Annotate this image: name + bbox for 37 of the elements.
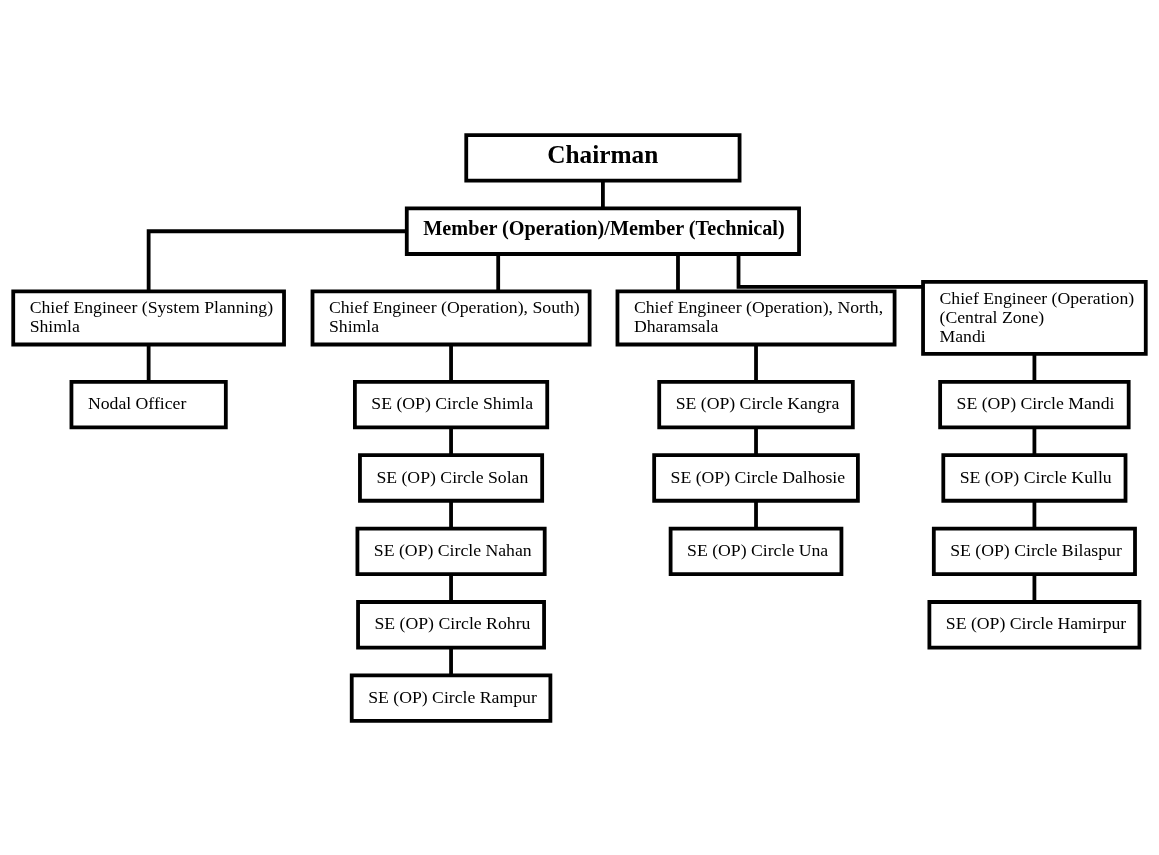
connector (449, 647, 453, 675)
connector (1032, 426, 1037, 455)
connector (449, 500, 453, 528)
connector (754, 426, 758, 455)
node-box: Member (Operation)/Member (Technical) (404, 206, 801, 256)
node-box: SE (OP) Circle Kangra (657, 379, 855, 429)
connector (1032, 573, 1037, 602)
connector (146, 344, 151, 381)
connector (1032, 500, 1037, 528)
connector (496, 253, 501, 291)
connector (449, 426, 453, 455)
connector (754, 344, 758, 381)
node-box: SE (OP) Circle Dalhosie (652, 452, 860, 503)
connector (449, 344, 453, 381)
node-box: Chief Engineer (Operation) (Central Zone) Mandi (921, 279, 1148, 356)
connector (676, 253, 680, 291)
connector (601, 180, 605, 208)
node-box: SE (OP) Circle Una (668, 526, 844, 576)
node-box: Nodal Officer (69, 379, 228, 429)
node-box: SE (OP) Circle Hamirpur (927, 599, 1142, 649)
node-box: SE (OP) Circle Mandi (938, 379, 1131, 429)
node-box: Chief Engineer (Operation), North, Dharamsala (615, 288, 897, 346)
node-box: Chief Engineer (System Planning) Shimla (11, 288, 286, 346)
node-box: SE (OP) Circle Rampur (349, 673, 553, 723)
node-box: SE (OP) Circle Nahan (355, 526, 547, 576)
connector (1032, 353, 1037, 382)
connector (736, 253, 923, 289)
node-box: SE (OP) Circle Kullu (941, 452, 1128, 503)
connector (754, 500, 758, 528)
node-box: SE (OP) Circle Shimla (353, 379, 550, 429)
connector (449, 573, 453, 602)
node-box: SE (OP) Circle Solan (358, 452, 545, 503)
node-box: SE (OP) Circle Bilaspur (931, 526, 1137, 576)
node-box: SE (OP) Circle Rohru (356, 599, 546, 649)
connector (146, 228, 407, 291)
node-box: Chairman (464, 132, 742, 182)
node-box: Chief Engineer (Operation), South) Shimla (310, 288, 592, 346)
